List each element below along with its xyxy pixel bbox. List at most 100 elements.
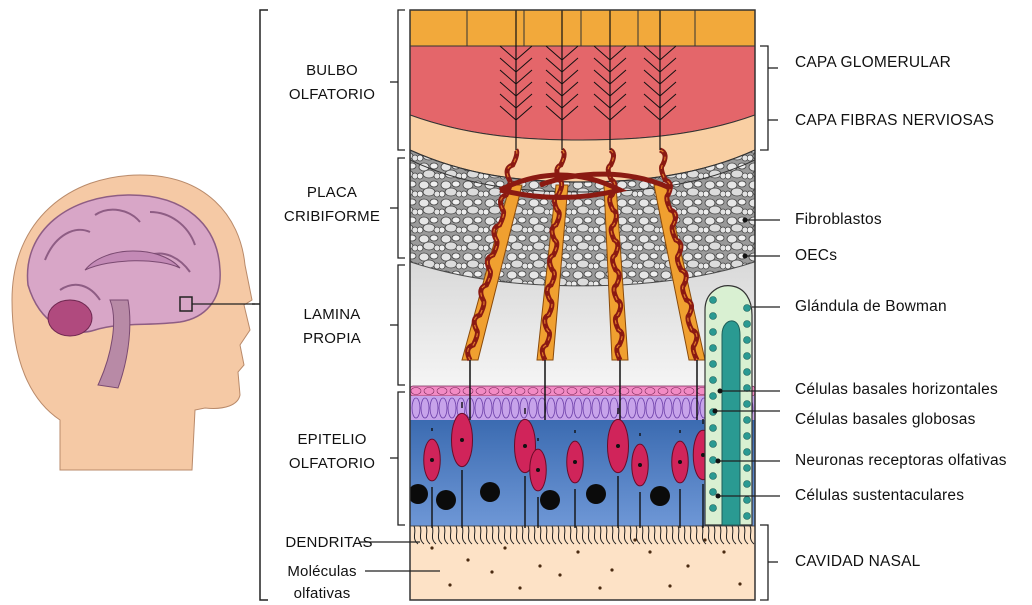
horizontal-basal-cell	[515, 388, 525, 395]
horizontal-basal-cell	[528, 388, 538, 395]
horizontal-basal-cell	[671, 388, 681, 395]
label-lamina-line1: LAMINA	[262, 303, 402, 327]
horizontal-basal-cell	[463, 388, 473, 395]
bowman-cell	[744, 353, 751, 360]
label-epitelio-line1: EPITELIO	[262, 428, 402, 452]
bowman-cell	[744, 337, 751, 344]
globose-basal-cell	[547, 398, 555, 418]
neuron-nucleus	[460, 438, 464, 442]
odorant-molecule	[503, 546, 506, 549]
horizontal-basal-cell	[645, 388, 655, 395]
label-bulbo-line1: BULBO	[262, 59, 402, 83]
globose-basal-cell	[682, 398, 690, 418]
bowman-cell	[710, 441, 717, 448]
label-lamina-line2: PROPIA	[262, 327, 402, 351]
horizontal-basal-cell	[476, 388, 486, 395]
horizontal-basal-cell	[658, 388, 668, 395]
bowman-cell	[710, 505, 717, 512]
odorant-molecule	[610, 568, 613, 571]
label-lamina-propia: LAMINA PROPIA	[262, 303, 402, 351]
bowman-cell	[710, 425, 717, 432]
label-fibroblastos: Fibroblastos	[795, 208, 882, 232]
neuron-nucleus	[616, 444, 620, 448]
label-placa-line2: CRIBIFORME	[262, 205, 402, 229]
neuron-nucleus	[638, 463, 642, 467]
bowman-cell	[710, 297, 717, 304]
bowman-cell	[710, 329, 717, 336]
odorant-molecule	[686, 564, 689, 567]
odorant-molecule	[576, 550, 579, 553]
label-glandula-bowman: Glándula de Bowman	[795, 295, 947, 319]
bowman-cell	[744, 465, 751, 472]
odorant-molecule	[648, 550, 651, 553]
neuron-nucleus	[430, 458, 434, 462]
odorant-molecule	[738, 582, 741, 585]
label-moleculas-line2: olfativas	[252, 583, 392, 605]
sustentacular-nucleus	[408, 484, 428, 504]
globose-basal-cell	[691, 398, 699, 418]
sustentacular-nucleus	[586, 484, 606, 504]
globose-basal-cell	[448, 398, 456, 418]
label-celulas-sustentaculares: Células sustentaculares	[795, 484, 964, 508]
globose-basal-cell	[655, 398, 663, 418]
horizontal-basal-cell	[502, 388, 512, 395]
horizontal-basal-cell	[593, 388, 603, 395]
globose-basal-cell	[673, 398, 681, 418]
globose-basal-cell	[475, 398, 483, 418]
globose-basal-cell	[421, 398, 429, 418]
label-dendritas: DENDRITAS	[259, 531, 399, 555]
globose-basal-cell	[565, 398, 573, 418]
neuron-nucleus	[573, 460, 577, 464]
bowman-cell	[710, 361, 717, 368]
odorant-molecule	[558, 573, 561, 576]
bowman-cell	[710, 473, 717, 480]
label-bulbo-olfatorio: BULBO OLFATORIO	[262, 59, 402, 107]
label-cavidad-nasal: CAVIDAD NASAL	[795, 550, 921, 574]
mitral-layer	[410, 10, 755, 46]
bowman-cell	[710, 377, 717, 384]
sustentacular-nucleus	[436, 490, 456, 510]
bowman-cell	[744, 369, 751, 376]
label-capa-fibras: CAPA FIBRAS NERVIOSAS	[795, 109, 994, 133]
label-epitelio-line2: OLFATORIO	[262, 452, 402, 476]
sustentacular-nucleus	[540, 490, 560, 510]
globose-basal-cell	[601, 398, 609, 418]
globose-basal-cell	[556, 398, 564, 418]
horizontal-basal-cell	[554, 388, 564, 395]
label-capa-glomerular: CAPA GLOMERULAR	[795, 51, 951, 75]
bowman-cell	[710, 345, 717, 352]
label-bulbo-line2: OLFATORIO	[262, 83, 402, 107]
horizontal-basal-cell	[424, 388, 434, 395]
right-brackets	[760, 46, 778, 600]
globose-basal-cell	[502, 398, 510, 418]
globose-basal-cell	[520, 398, 528, 418]
label-oecs: OECs	[795, 244, 837, 268]
bowman-gland	[705, 286, 752, 525]
globose-basal-cell	[583, 398, 591, 418]
label-placa-line1: PLACA	[262, 181, 402, 205]
label-neuronas-receptoras: Neuronas receptoras olfativas	[795, 449, 1007, 473]
sustentacular-nucleus	[650, 486, 670, 506]
horizontal-basal-cell	[567, 388, 577, 395]
label-basales-horizontales: Células basales horizontales	[795, 378, 998, 402]
bowman-cell	[744, 433, 751, 440]
glomerular-layer	[410, 46, 755, 140]
odorant-molecule	[538, 564, 541, 567]
label-moleculas-olfativas: Moléculas olfativas	[252, 561, 392, 605]
globose-basal-cell	[628, 398, 636, 418]
label-moleculas-line1: Moléculas	[252, 561, 392, 583]
bowman-cell	[744, 513, 751, 520]
bowman-cell	[744, 401, 751, 408]
tissue-panel	[408, 10, 755, 600]
horizontal-basal-cell	[541, 388, 551, 395]
neuron-nucleus	[536, 468, 540, 472]
bowman-cell	[744, 449, 751, 456]
bowman-cell	[744, 321, 751, 328]
horizontal-basal-cell	[489, 388, 499, 395]
odorant-molecule	[466, 558, 469, 561]
bowman-cell	[744, 305, 751, 312]
globose-basal-cell	[430, 398, 438, 418]
globose-basal-cell	[664, 398, 672, 418]
odorant-molecule	[490, 570, 493, 573]
horizontal-basal-cell	[437, 388, 447, 395]
